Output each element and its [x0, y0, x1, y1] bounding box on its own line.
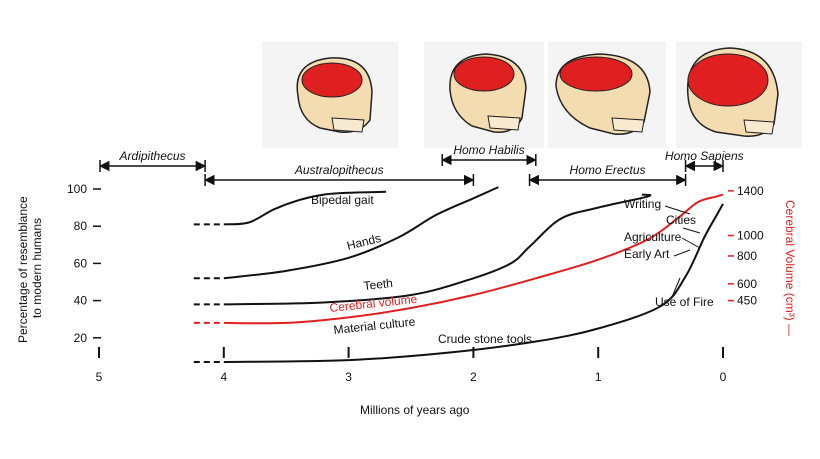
- series-line-material-culture: [223, 203, 724, 363]
- annotation-early-art: Early Art: [624, 247, 670, 261]
- y2-tick-label: 800: [737, 249, 757, 263]
- y2-tick-label: 600: [737, 277, 757, 291]
- skull-homo-sapiens-icon: [676, 42, 802, 148]
- period-label-australopithecus: Australopithecus: [294, 163, 384, 177]
- x-axis-ticks: 5 4 3 2 1 0: [96, 347, 727, 384]
- series-line-cerebral-volume: [223, 193, 724, 325]
- y-tick-label: 80: [74, 219, 88, 233]
- series-lines: [193, 186, 724, 363]
- series-line-bipedal-gait: [223, 190, 387, 226]
- y-tick-label: 60: [74, 256, 88, 270]
- annotation-cities: Cities: [666, 213, 696, 227]
- y-axis-title: Percentage of resemblance to modern huma…: [16, 193, 44, 343]
- y2-axis-ticks: 1400 1000 800 600 450: [728, 184, 764, 308]
- y-axis-ticks: 100 80 60 40 20: [67, 182, 101, 345]
- skull-images: [262, 42, 802, 148]
- label-bipedal-gait: Bipedal gait: [311, 193, 374, 207]
- x-axis-title: Millions of years ago: [360, 403, 470, 417]
- label-hands: Hands: [345, 231, 382, 253]
- y2-tick-label: 1400: [737, 184, 764, 198]
- series-line-hands: [223, 186, 499, 280]
- y2-tick-label: 450: [737, 294, 757, 308]
- annotation-crude-stone-tools: Crude stone tools: [438, 332, 532, 346]
- skull-homo-erectus-icon: [548, 42, 666, 148]
- period-label-ardipithecus: Ardipithecus: [119, 149, 186, 163]
- series-line-teeth: [223, 193, 652, 306]
- y2-axis-title: Cerebral Volume (cm³) —: [783, 200, 797, 336]
- label-teeth: Teeth: [363, 276, 394, 293]
- x-tick-label: 3: [345, 370, 352, 384]
- period-label-homo-erectus: Homo Erectus: [570, 163, 646, 177]
- period-label-homo-habilis: Homo Habilis: [453, 143, 524, 157]
- y-axis-title-line2: to modern humans: [30, 218, 44, 318]
- annotations: Writing Cities Agriculture Early Art Use…: [438, 197, 714, 346]
- label-cerebral-volume: Cerebral volume: [329, 292, 418, 315]
- period-label-homo-sapiens: Homo Sapiens: [665, 149, 744, 163]
- x-tick-label: 5: [96, 370, 103, 384]
- y-axis-title-line1: Percentage of resemblance: [16, 196, 30, 343]
- y-tick-label: 40: [74, 294, 88, 308]
- x-tick-label: 4: [220, 370, 227, 384]
- x-tick-label: 2: [470, 370, 477, 384]
- x-tick-label: 1: [595, 370, 602, 384]
- annotation-writing: Writing: [624, 197, 661, 211]
- y-tick-label: 100: [67, 182, 87, 196]
- skull-australopithecus-icon: [262, 42, 398, 148]
- y2-tick-label: 1000: [737, 229, 764, 243]
- skull-homo-habilis-icon: [424, 42, 544, 148]
- y-tick-label: 20: [74, 331, 88, 345]
- annotation-agriculture: Agriculture: [624, 230, 682, 244]
- annotation-use-of-fire: Use of Fire: [655, 295, 714, 309]
- x-tick-label: 0: [720, 370, 727, 384]
